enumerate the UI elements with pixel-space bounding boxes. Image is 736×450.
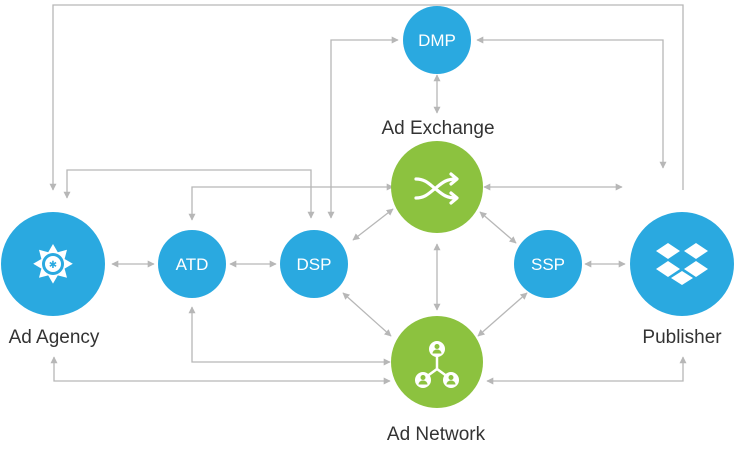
connector-publisher-agency-top <box>49 4 684 191</box>
ad-network-node[interactable] <box>391 316 483 408</box>
connectors <box>49 4 687 385</box>
ad-agency-node[interactable]: ✱ <box>1 212 105 316</box>
ssp-node[interactable]: SSP <box>514 230 582 298</box>
publisher-node[interactable] <box>630 212 734 316</box>
dsp-label: DSP <box>297 255 332 274</box>
dsp-node[interactable]: DSP <box>280 230 348 298</box>
user-network-icon <box>415 341 459 388</box>
connector-dsp-network <box>342 292 392 337</box>
ssp-label: SSP <box>531 255 565 274</box>
ad-network-label: Ad Network <box>387 424 486 445</box>
connector-agency-dsp <box>63 169 315 219</box>
badge-seal-icon: ✱ <box>33 244 73 284</box>
connector-atd-exchange <box>188 183 394 221</box>
connector-dmp-publisher <box>476 36 667 169</box>
connector-agency-network <box>50 356 391 385</box>
ad-exchange-label: Ad Exchange <box>381 118 494 139</box>
dmp-node[interactable]: DMP <box>403 6 471 74</box>
connector-dsp-dmp <box>327 36 399 219</box>
svg-text:✱: ✱ <box>49 260 57 271</box>
ad-agency-label: Ad Agency <box>9 327 100 348</box>
connector-atd-network <box>188 306 391 366</box>
connector-exchange-ssp <box>479 211 517 244</box>
shuffle-icon <box>414 172 459 205</box>
publisher-label: Publisher <box>642 327 722 348</box>
atd-label: ATD <box>176 255 209 274</box>
connector-ssp-network <box>477 292 528 337</box>
dropbox-icon <box>656 243 708 285</box>
connector-dsp-exchange <box>352 208 394 241</box>
ad-exchange-node[interactable] <box>391 141 483 233</box>
connector-network-publisher <box>486 356 687 385</box>
dmp-label: DMP <box>418 31 456 50</box>
atd-node[interactable]: ATD <box>158 230 226 298</box>
